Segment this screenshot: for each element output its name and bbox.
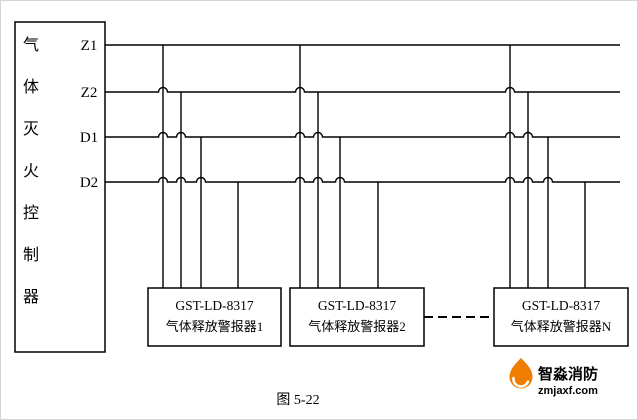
controller-label-char: 控 xyxy=(23,204,39,222)
device1-model: GST-LD-8317 xyxy=(175,298,254,313)
controller-label-char: 气 xyxy=(23,36,39,54)
terminal-label-d1: D1 xyxy=(80,130,98,146)
device1-name: 气体释放警报器1 xyxy=(166,319,264,334)
deviceN-box xyxy=(493,287,629,347)
brand-flame-icon xyxy=(509,358,533,389)
controller-label-char: 器 xyxy=(23,288,39,306)
device1-box xyxy=(147,287,282,347)
device2-model: GST-LD-8317 xyxy=(318,298,397,313)
brand-name: 智淼消防 xyxy=(538,365,598,383)
brand-url: zmjaxf.com xyxy=(538,385,598,397)
figure-caption: 图 5-22 xyxy=(276,393,319,408)
terminal-label-z2: Z2 xyxy=(81,85,98,101)
brand-flame-swoosh xyxy=(512,376,530,388)
terminal-label-d2: D2 xyxy=(80,175,98,191)
controller-label-char: 体 xyxy=(23,78,39,96)
controller-label-char: 火 xyxy=(23,163,39,180)
controller-box xyxy=(14,21,106,353)
watermark: 智淼消防 zmjaxf.com xyxy=(509,358,598,397)
device-1: GST-LD-8317 气体释放警报器1 xyxy=(147,45,282,347)
device-n: GST-LD-8317 气体释放警报器N xyxy=(493,45,629,347)
device2-box xyxy=(289,287,425,347)
device-2: GST-LD-8317 气体释放警报器2 xyxy=(289,45,425,347)
deviceN-model: GST-LD-8317 xyxy=(522,298,601,313)
bus-line-d1 xyxy=(105,131,620,138)
device2-name: 气体释放警报器2 xyxy=(308,319,406,334)
controller-label-char: 灭 xyxy=(23,121,39,138)
controller: 气 体 灭 火 控 制 器 Z1 Z2 D1 D2 xyxy=(14,21,106,353)
controller-label-char: 制 xyxy=(23,246,39,264)
terminal-label-z1: Z1 xyxy=(81,38,98,54)
deviceN-name: 气体释放警报器N xyxy=(511,319,612,334)
